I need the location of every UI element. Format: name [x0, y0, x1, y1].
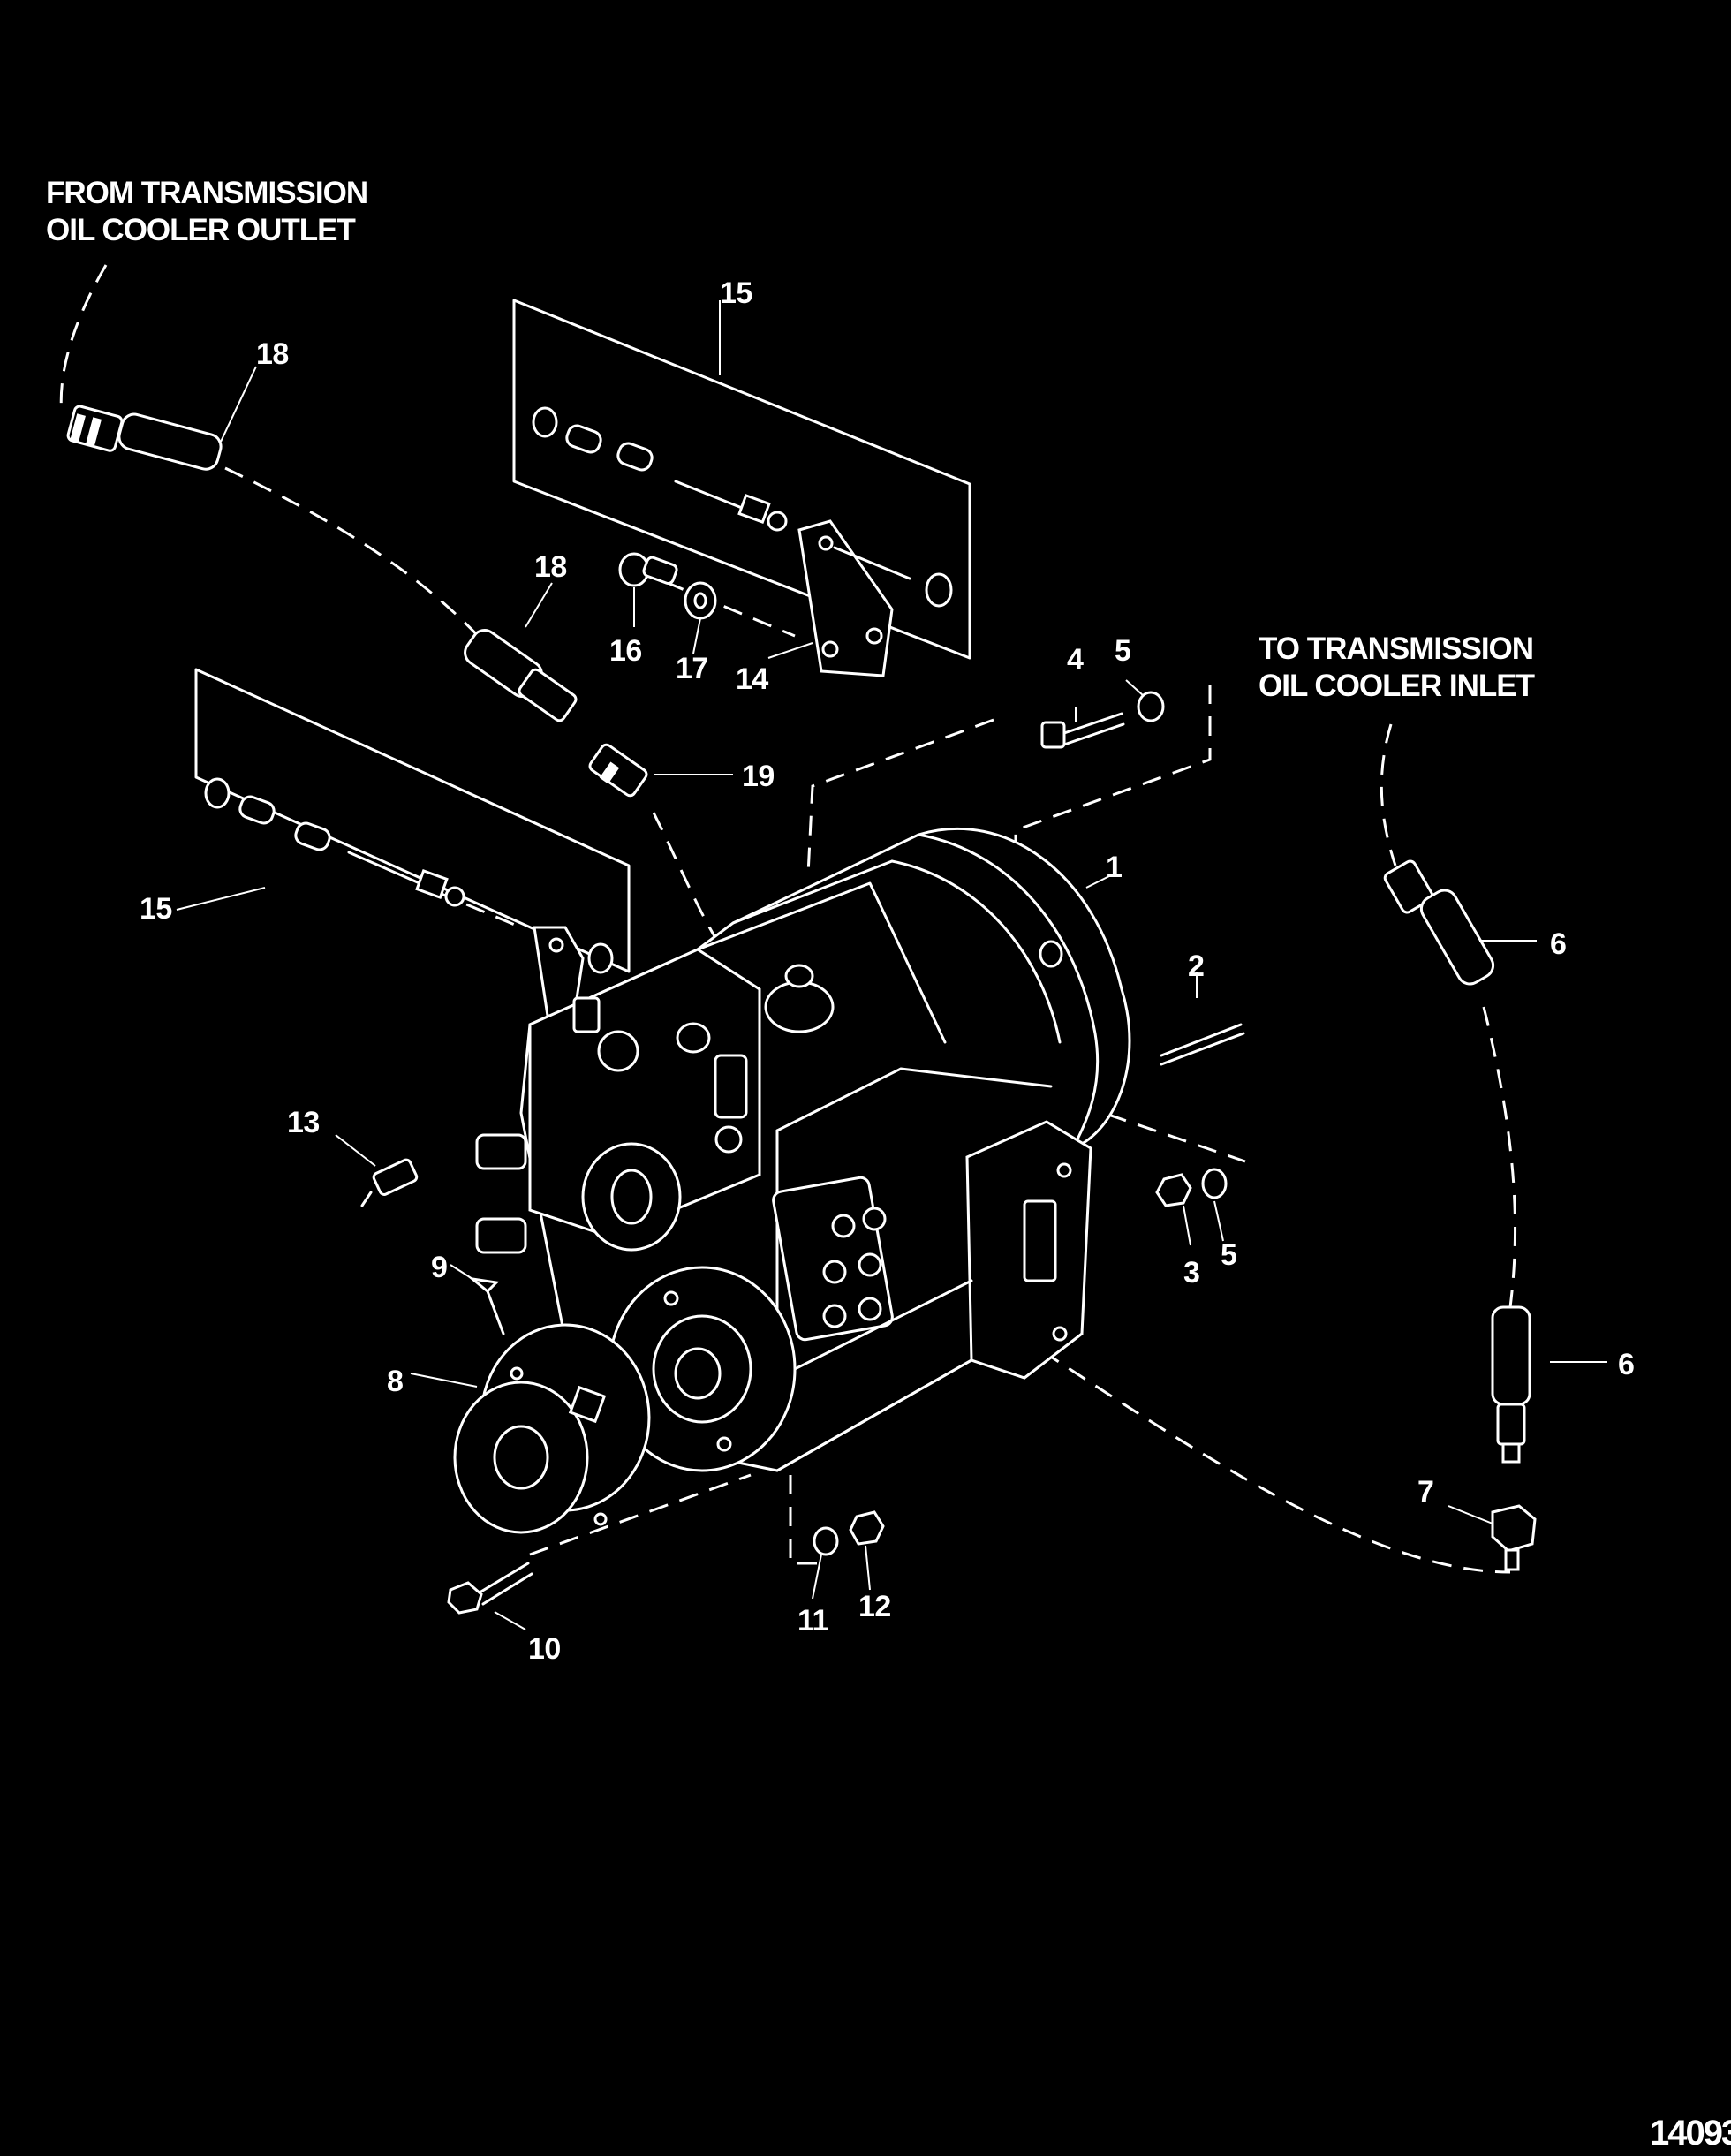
- fitting-mid-part: [464, 628, 578, 722]
- bolt-4-part: [1040, 712, 1125, 749]
- plate-to-housing-route: [806, 718, 994, 875]
- callout-12: 12: [858, 1590, 891, 1623]
- callout-18-mid: 18: [534, 550, 567, 584]
- callout-4: 4: [1067, 643, 1084, 677]
- callout-15-upper: 15: [720, 276, 752, 310]
- figure-number: 14093: [1650, 2114, 1731, 2152]
- callout-17: 17: [676, 652, 708, 685]
- callout-9: 9: [431, 1251, 447, 1284]
- callout-18-outlet: 18: [256, 337, 289, 371]
- callout-2: 2: [1188, 949, 1204, 983]
- washer-5-upper-part: [1137, 691, 1165, 722]
- lower-mounting-kit-panel: [194, 668, 631, 1017]
- callout-16: 16: [609, 634, 642, 668]
- outlet-to-fitting-route: [224, 466, 496, 654]
- callout-11: 11: [797, 1604, 828, 1638]
- transmission-housing: [475, 827, 1131, 1472]
- callout-19: 19: [742, 760, 775, 793]
- callout-6-lower: 6: [1618, 1348, 1634, 1381]
- callout-leaders: [176, 300, 1607, 1630]
- washer-11-part: [813, 1526, 839, 1556]
- screw-9-part: [467, 1276, 505, 1335]
- fitting-outlet-part: [66, 405, 223, 471]
- from-outlet-note-line2: OIL COOLER OUTLET: [46, 213, 355, 247]
- outlet-hose-route: [59, 264, 108, 416]
- callout-13: 13: [287, 1106, 320, 1139]
- to-inlet-note-line2: OIL COOLER INLET: [1259, 669, 1535, 703]
- pulley-bolt-route: [529, 1473, 752, 1556]
- bolt-10-part: [447, 1562, 533, 1615]
- callout-7: 7: [1417, 1475, 1433, 1509]
- callout-5-lower: 5: [1221, 1238, 1236, 1272]
- callout-6-upper: 6: [1550, 927, 1566, 961]
- callout-5-upper: 5: [1115, 634, 1130, 668]
- nut-12-part: [849, 1510, 885, 1546]
- sensor-13-part: [360, 1158, 419, 1207]
- callout-14: 14: [736, 662, 768, 696]
- upper-kit-route: [635, 568, 796, 638]
- fitting-inlet-lower-part: [1491, 1305, 1531, 1464]
- lower-stud-route: [789, 1475, 817, 1565]
- bolt-16-part: [618, 552, 678, 587]
- inlet-hose-route: [1380, 723, 1397, 866]
- callout-10: 10: [528, 1632, 561, 1666]
- adapter-7-part: [1491, 1504, 1537, 1571]
- washer-17-part: [684, 581, 717, 620]
- inlet-line-route: [1482, 1006, 1517, 1308]
- upper-mounting-kit-panel: [512, 299, 971, 677]
- nut-3-part: [1155, 1173, 1192, 1207]
- callout-8: 8: [387, 1365, 403, 1398]
- callout-1: 1: [1106, 851, 1122, 884]
- callout-15-lower: 15: [140, 892, 172, 926]
- cooler-return-route: [1015, 1332, 1511, 1574]
- callout-3: 3: [1183, 1256, 1199, 1290]
- fitting-to-valve-route: [652, 812, 722, 946]
- drive-coupling-part: [453, 1323, 651, 1534]
- pressure-switch-part: [588, 743, 648, 798]
- from-outlet-note-line1: FROM TRANSMISSION: [46, 176, 367, 210]
- fitting-inlet-upper-part: [1383, 859, 1495, 986]
- to-inlet-note-line1: TO TRANSMISSION: [1259, 632, 1533, 666]
- washer-5-lower-part: [1201, 1168, 1228, 1199]
- stud-2-part: [1160, 1023, 1245, 1066]
